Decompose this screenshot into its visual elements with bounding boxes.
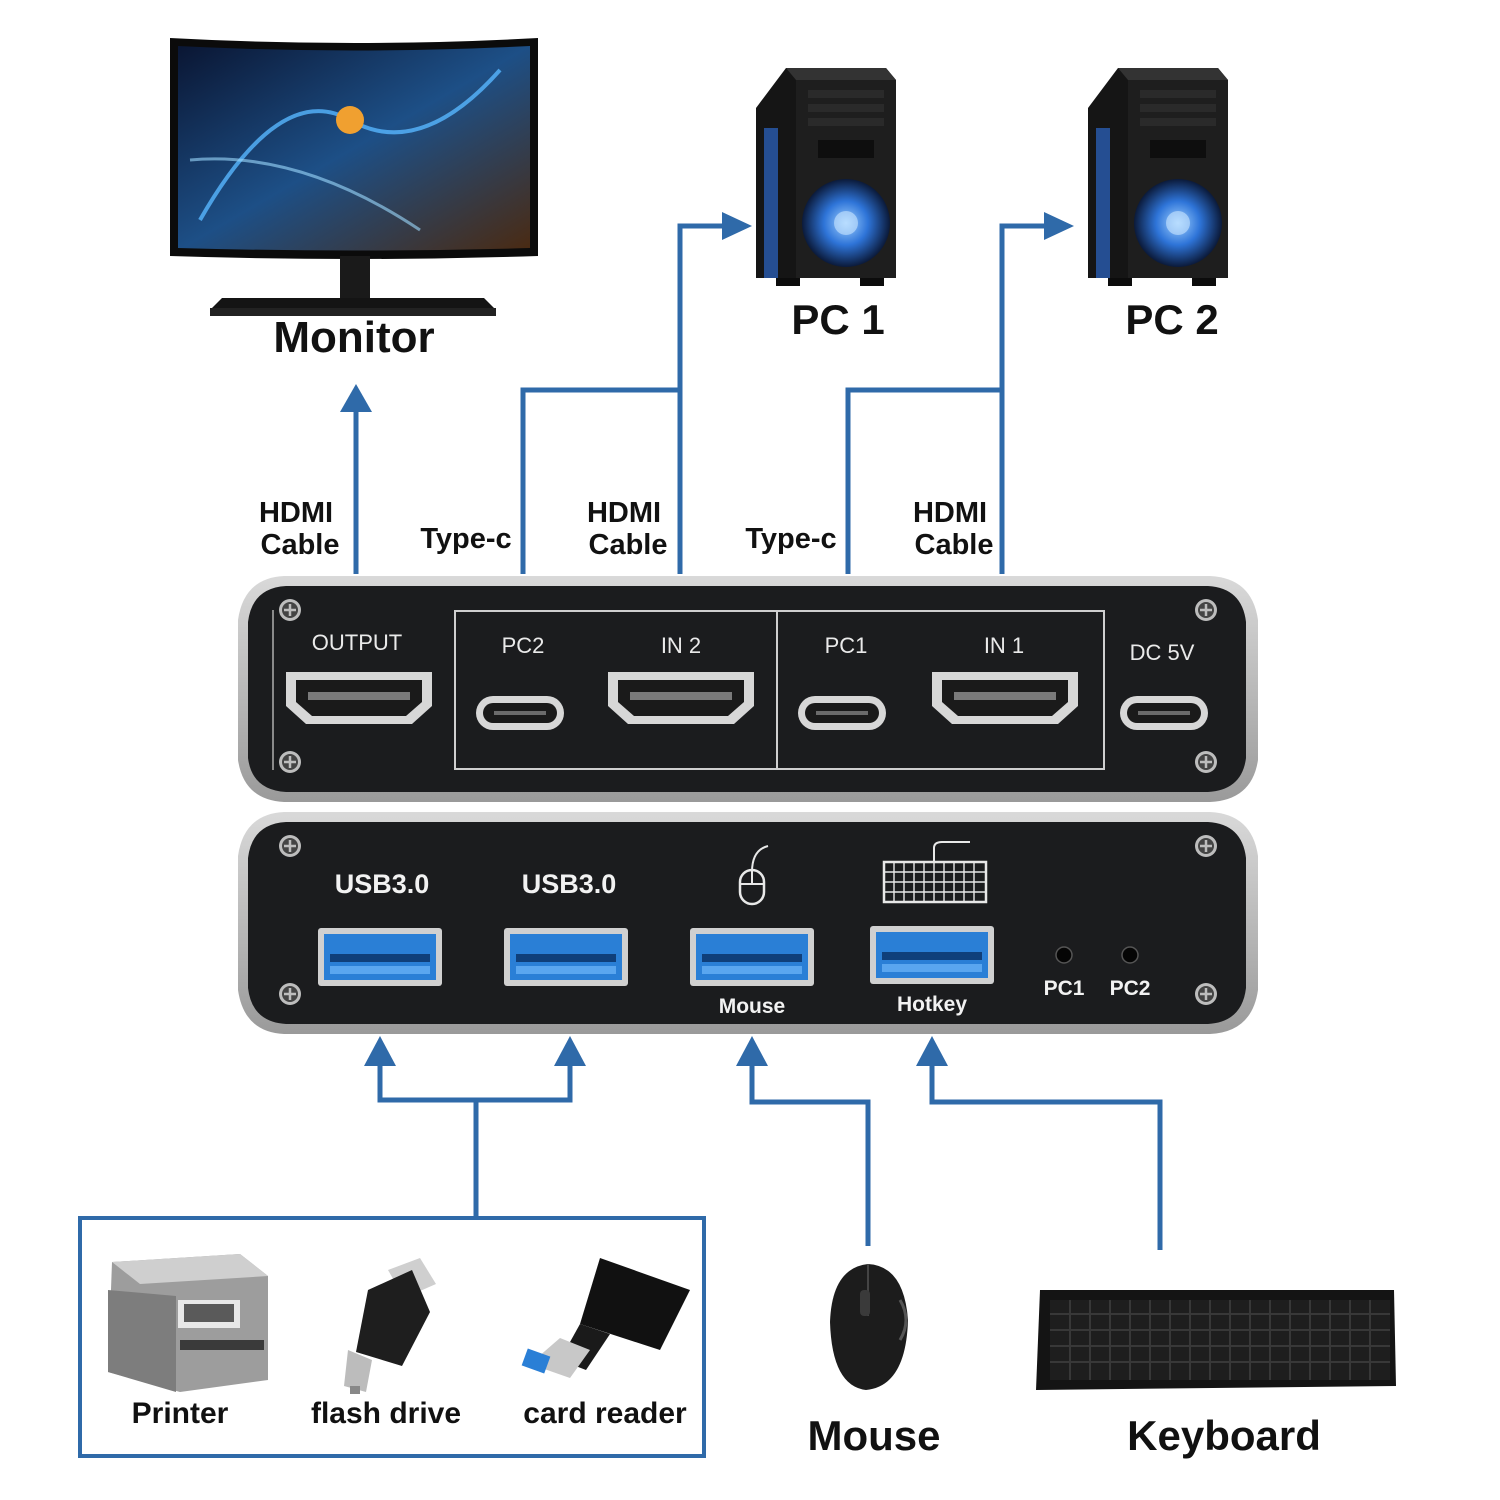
in2-port-label: IN 2 (661, 633, 701, 658)
printer-label: Printer (132, 1397, 229, 1430)
top-wires (340, 212, 1074, 574)
printer-icon (108, 1254, 268, 1392)
mouse-port-label: Mouse (719, 995, 786, 1018)
flash-drive-icon (344, 1258, 436, 1394)
pc2-led (1121, 946, 1139, 964)
dc-typec-port (1120, 696, 1208, 730)
monitor-icon (170, 38, 538, 316)
usb-port-2 (504, 928, 628, 986)
usb-devices-box (78, 1216, 706, 1458)
pc1-typec-port (798, 696, 886, 730)
kvm-rear-panel (238, 576, 1258, 802)
keyboard-symbol-icon (882, 841, 988, 904)
pc1-label: PC 1 (791, 296, 884, 343)
in1-cable-label-2: Cable (915, 529, 994, 561)
flash-drive-label: flash drive (311, 1397, 461, 1430)
pc2-led-label: PC2 (1110, 977, 1151, 1000)
hotkey-port-label: Hotkey (897, 993, 967, 1016)
mouse-usb-port (690, 928, 814, 986)
usb-port-1-label: USB3.0 (335, 869, 430, 899)
in1-cable-label-1: HDMI (913, 497, 987, 529)
usb-port-1 (318, 928, 442, 986)
in1-port-label: IN 1 (984, 633, 1024, 658)
pc1-led (1055, 946, 1073, 964)
keyboard-label: Keyboard (1127, 1412, 1321, 1459)
monitor-label: Monitor (273, 313, 434, 362)
pc2-typec-label: Type-c (420, 523, 511, 555)
pc1-tower-icon (756, 68, 896, 286)
usb-port-2-label: USB3.0 (522, 869, 617, 899)
in2-hdmi-port (608, 672, 754, 724)
bottom-wires (364, 1036, 1163, 1250)
pc1-port-label: PC1 (825, 633, 868, 658)
output-port-label: OUTPUT (312, 630, 402, 655)
in2-cable-label-1: HDMI (587, 497, 661, 529)
pc2-typec-port (476, 696, 564, 730)
pc1-typec-label: Type-c (745, 523, 836, 555)
card-reader-icon (521, 1258, 690, 1378)
pc2-label: PC 2 (1125, 296, 1218, 343)
pc1-led-label: PC1 (1044, 977, 1085, 1000)
keyboard-icon (1036, 1290, 1396, 1390)
in1-hdmi-port (932, 672, 1078, 724)
pc2-tower-icon (1088, 68, 1228, 286)
output-cable-label-2: Cable (261, 529, 340, 561)
mouse-icon (830, 1264, 908, 1390)
hotkey-usb-port (870, 926, 994, 984)
pc2-port-label: PC2 (502, 633, 545, 658)
mouse-label: Mouse (807, 1412, 940, 1459)
card-reader-label: card reader (523, 1397, 687, 1430)
mouse-symbol-icon (738, 845, 769, 906)
output-cable-label-1: HDMI (259, 497, 333, 529)
in2-cable-label-2: Cable (589, 529, 668, 561)
output-hdmi-port (286, 672, 432, 724)
dc-port-label: DC 5V (1130, 640, 1195, 665)
kvm-front-panel (238, 812, 1258, 1034)
